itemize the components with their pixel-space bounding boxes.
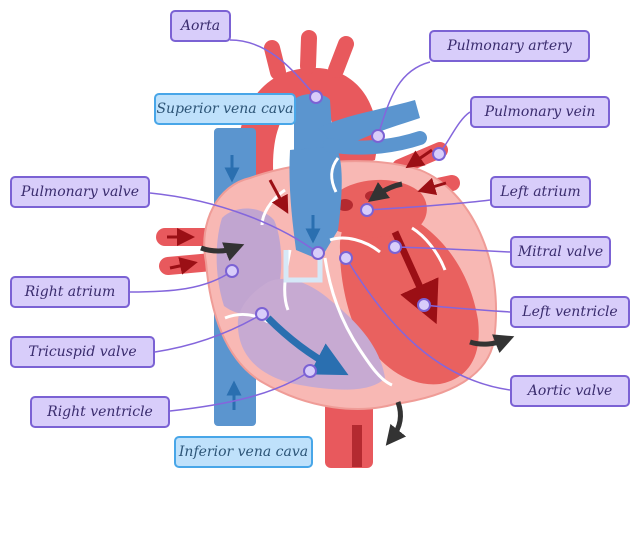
leader-lines bbox=[129, 39, 511, 412]
label-left-atrium: Left atrium bbox=[490, 176, 591, 208]
dot-pulmonary-valve bbox=[311, 246, 325, 260]
dot-tricuspid-valve bbox=[255, 307, 269, 321]
descending-aorta bbox=[325, 400, 373, 468]
label-right-ventricle: Right ventricle bbox=[30, 396, 170, 428]
dot-aorta bbox=[309, 90, 323, 104]
dot-right-ventricle bbox=[303, 364, 317, 378]
descending-aorta-shading bbox=[352, 425, 362, 467]
pulmonary-trunk-top bbox=[294, 94, 333, 150]
label-aortic-valve: Aortic valve bbox=[510, 375, 630, 407]
pv-opening-1 bbox=[337, 199, 353, 211]
pulmonary-artery-branch bbox=[318, 100, 420, 150]
label-inferior-vena-cava: Inferior vena cava bbox=[174, 436, 313, 468]
leader-dots bbox=[225, 90, 446, 378]
dot-pulmonary-artery bbox=[371, 129, 385, 143]
label-pulmonary-artery: Pulmonary artery bbox=[429, 30, 590, 62]
dot-right-atrium bbox=[225, 264, 239, 278]
dot-aortic-valve bbox=[339, 251, 353, 265]
label-pulmonary-vein: Pulmonary vein bbox=[470, 96, 610, 128]
dot-pulmonary-vein bbox=[432, 147, 446, 161]
pulmonary-trunk bbox=[289, 145, 342, 260]
pulmonary-artery-lower bbox=[323, 131, 427, 155]
label-pulmonary-valve: Pulmonary valve bbox=[10, 176, 150, 208]
dot-left-atrium bbox=[360, 203, 374, 217]
label-aorta: Aorta bbox=[170, 10, 231, 42]
dot-left-ventricle bbox=[417, 298, 431, 312]
dot-mitral-valve bbox=[388, 240, 402, 254]
left-atrium-cavity bbox=[326, 179, 427, 238]
label-right-atrium: Right atrium bbox=[10, 276, 130, 308]
label-tricuspid-valve: Tricuspid valve bbox=[10, 336, 155, 368]
pulmonary-valve-bracket bbox=[283, 250, 323, 283]
label-superior-vena-cava: Superior vena cava bbox=[154, 93, 296, 125]
aortic-branches bbox=[264, 30, 354, 80]
label-left-ventricle: Left ventricle bbox=[510, 296, 630, 328]
label-mitral-valve: Mitral valve bbox=[510, 236, 611, 268]
